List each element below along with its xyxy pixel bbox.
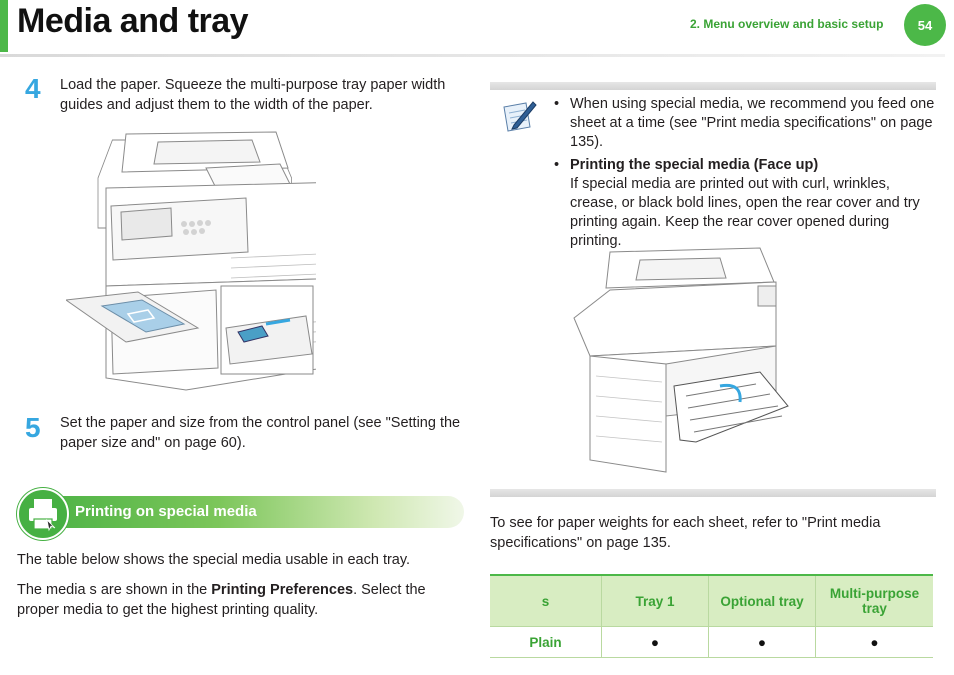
section-heading-bar [17,496,464,528]
media-type-cell: Plain [490,626,602,658]
step-text: Set the paper and size from the control … [60,415,461,451]
note-top-rule [490,82,936,90]
table-header-cell: Multi-purpose tray [815,574,933,627]
paper-weights-text: To see for paper weights for each sheet,… [490,515,881,551]
step-number: 5 [25,412,41,443]
page-number-badge: 54 [904,4,946,46]
note-item: • Printing the special media (Face up) I… [554,156,936,251]
step-text: Load the paper. Squeeze the multi-purpos… [60,77,446,113]
paragraph-text: The media s are shown in the [17,582,212,598]
header-accent-bar [0,0,8,52]
table-header-cell: s [490,574,602,627]
bullet: • [554,96,560,112]
section-paragraph: The table below shows the special media … [17,552,411,568]
note-item: • When using special media, we recommend… [554,95,935,152]
note-text: When using special media, we recommend y… [570,96,935,150]
printer-rear-cover-illustration [573,247,789,473]
printer-icon [17,488,69,540]
table-cell: ● [708,626,816,658]
section-paragraph: The media s are shown in the Printing Pr… [17,580,457,620]
printing-preferences-term: Printing Preferences [211,582,354,598]
header-divider [0,54,945,57]
printer-mp-tray-illustration [66,131,316,391]
special-media-table: s Tray 1 Optional tray Multi-purpose tra… [490,574,933,658]
table-header-cell: Optional tray [708,574,816,627]
breadcrumb[interactable]: 2. Menu overview and basic setup [690,17,884,31]
step-number: 4 [25,73,41,104]
table-cell: ● [601,626,709,658]
note-bottom-rule [490,489,936,497]
note-text: If special media are printed out with cu… [570,176,920,249]
page-title: Media and tray [17,2,249,40]
table-row: Plain ● ● ● [490,626,933,658]
note-item-title: Printing the special media (Face up) [570,157,819,173]
section-title: Printing on special media [75,503,257,520]
table-header-row: s Tray 1 Optional tray Multi-purpose tra… [490,574,933,627]
table-header-cell: Tray 1 [601,574,709,627]
paragraph-text: . Select the proper media to get the hig… [17,582,426,618]
bullet: • [554,157,560,173]
table-cell: ● [815,626,933,658]
note-pencil-icon [503,101,537,132]
